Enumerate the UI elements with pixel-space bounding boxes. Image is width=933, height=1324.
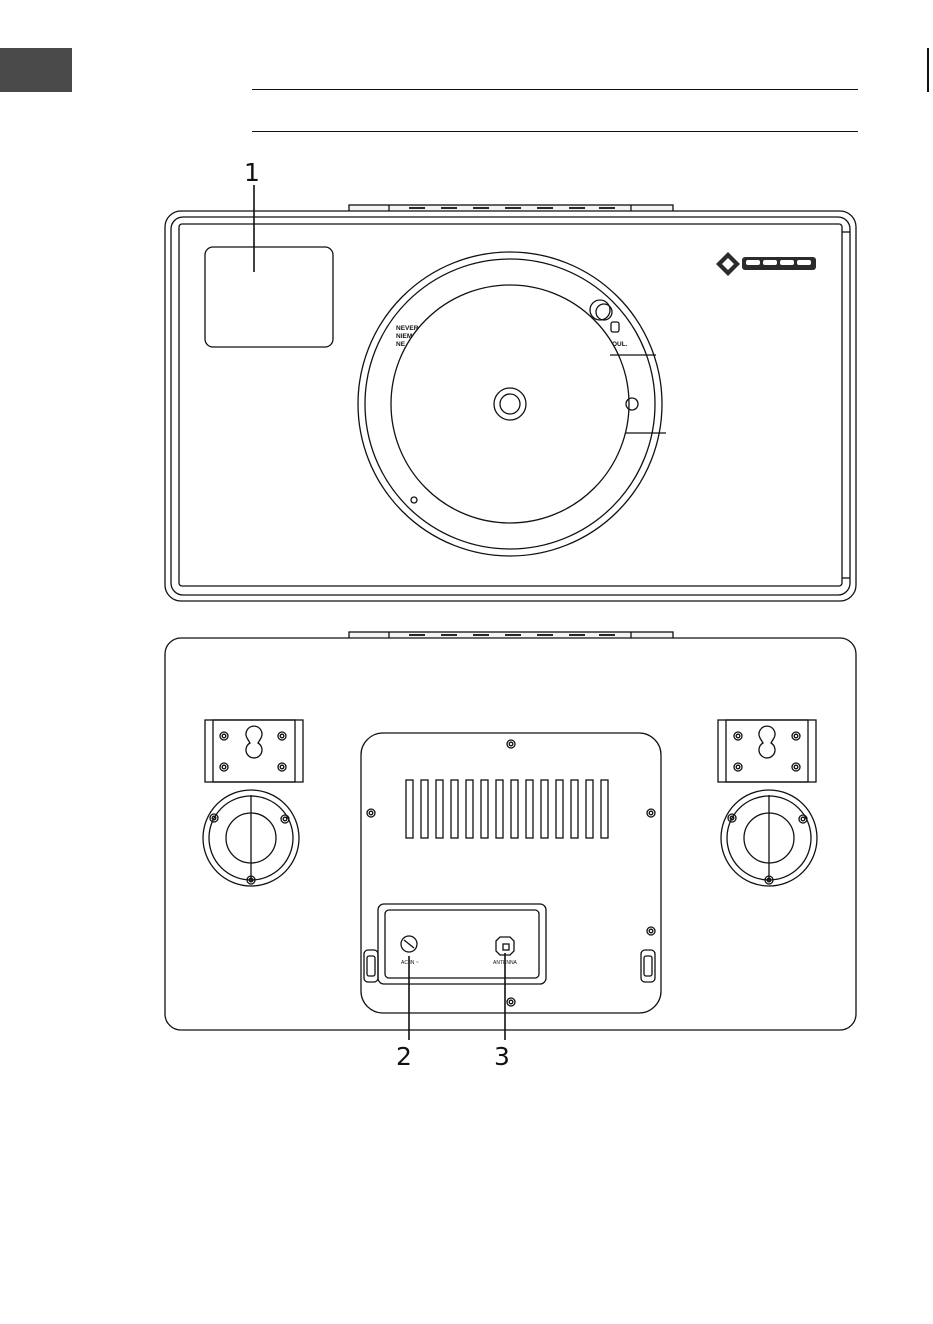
warning-line-2: NIEM [396, 333, 412, 340]
front-view [165, 205, 856, 601]
warning-line-tail: OUL. [612, 341, 628, 348]
warning-line-1: NEVER [396, 325, 419, 332]
antenna-label: ANTENNA [493, 960, 518, 966]
callout-number-1: 1 [244, 160, 260, 185]
back-view [165, 632, 856, 1040]
ac-in-label: AC IN ~ [401, 960, 419, 966]
warning-line-3: NE [396, 341, 406, 348]
callout-number-3: 3 [494, 1044, 510, 1069]
callout-number-2: 2 [396, 1044, 412, 1069]
